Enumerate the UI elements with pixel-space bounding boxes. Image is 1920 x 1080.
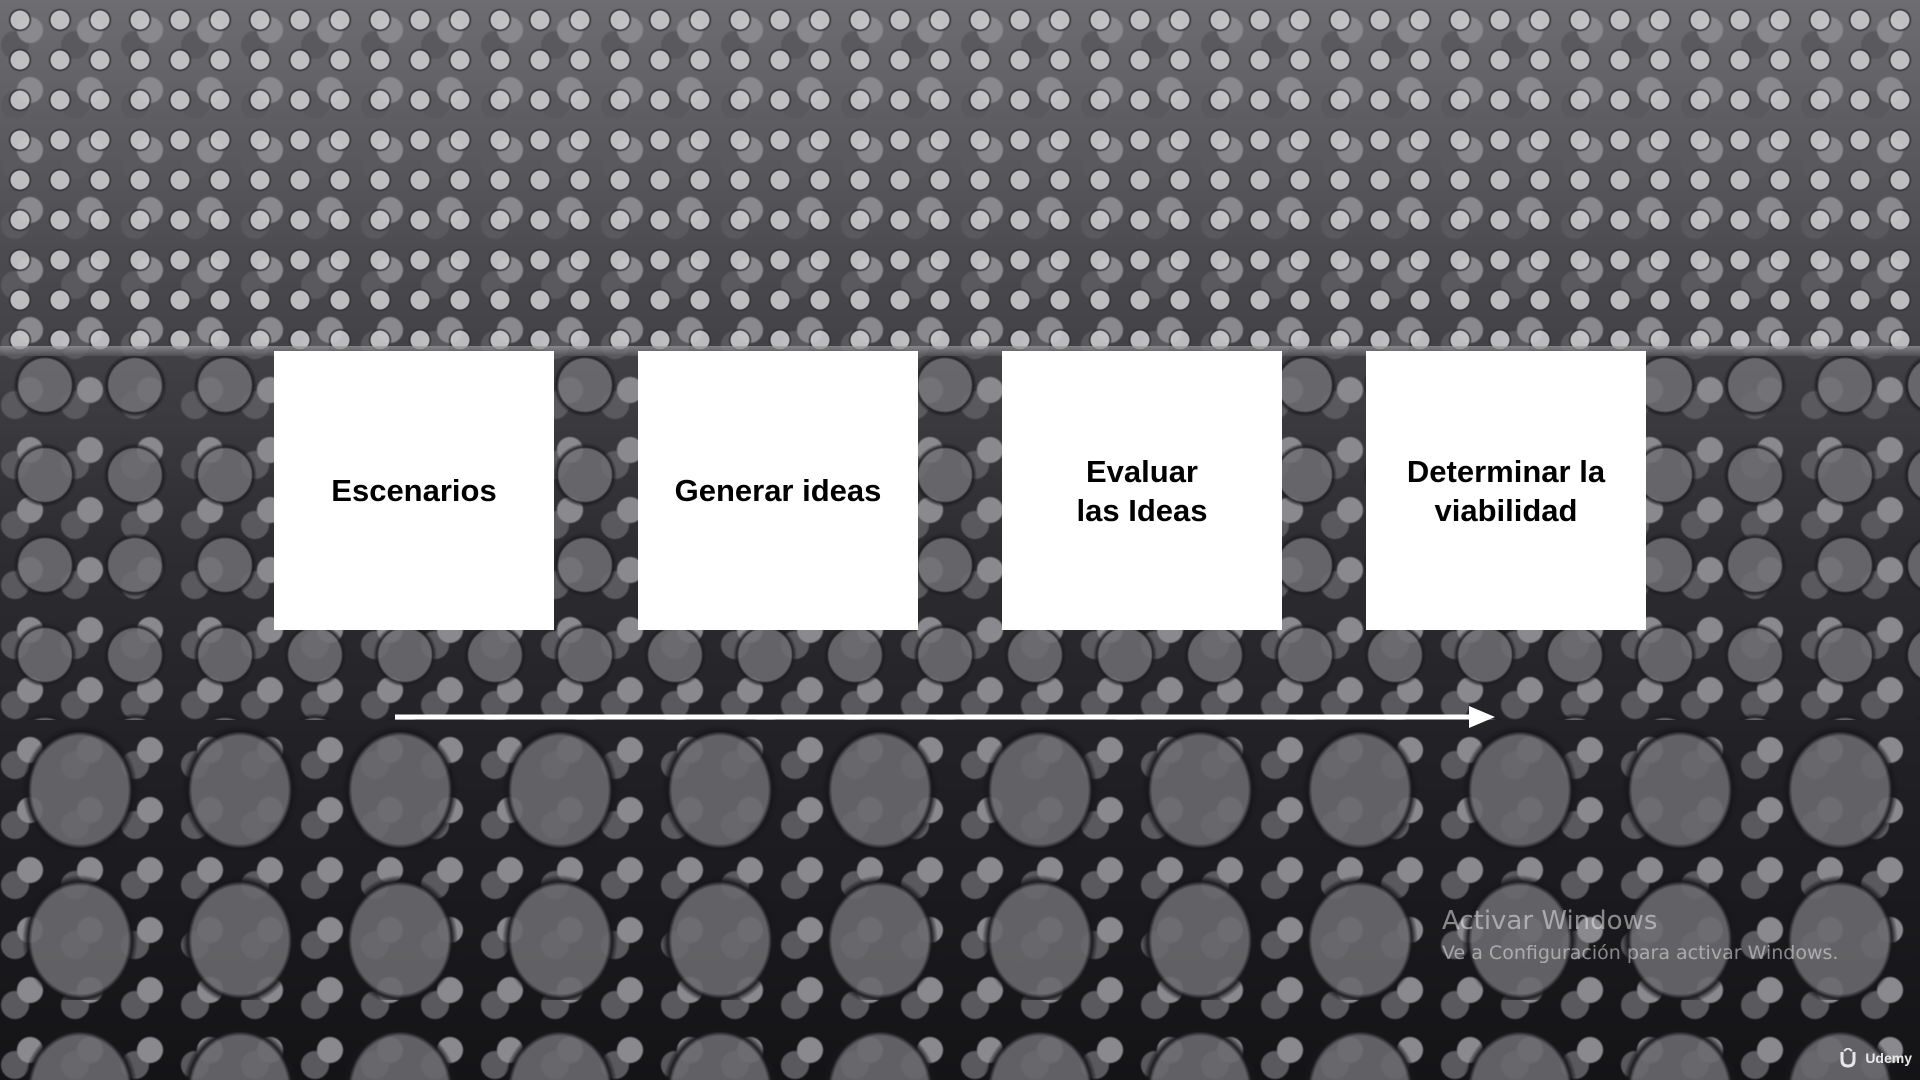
step-card-label: Escenarios xyxy=(331,473,497,508)
udemy-brand: Udemy xyxy=(1839,1048,1912,1068)
stadium-railing xyxy=(0,346,1920,356)
watermark-title: Activar Windows xyxy=(1442,906,1658,936)
step-card-generar-ideas: Generar ideas xyxy=(638,351,918,630)
udemy-logo-icon xyxy=(1840,1048,1856,1068)
brand-name: Udemy xyxy=(1865,1050,1912,1066)
windows-activation-watermark: Activar Windows Ve a Configuración para … xyxy=(1442,904,1838,968)
step-card-label: Generar ideas xyxy=(674,473,882,508)
watermark-subtitle: Ve a Configuración para activar Windows. xyxy=(1442,942,1839,964)
step-card-label: Determinar la viabilidad xyxy=(1406,453,1606,528)
crowd-far-rows xyxy=(0,0,1920,360)
step-card-escenarios: Escenarios xyxy=(274,351,554,630)
process-arrow-icon xyxy=(395,706,1495,728)
step-card-determinar-viabilidad: Determinar la viabilidad xyxy=(1366,351,1646,630)
crowd-near-rows xyxy=(0,700,1920,1080)
step-card-evaluar-ideas: Evaluar las Ideas xyxy=(1002,351,1282,630)
step-card-label: Evaluar las Ideas xyxy=(1076,453,1208,528)
